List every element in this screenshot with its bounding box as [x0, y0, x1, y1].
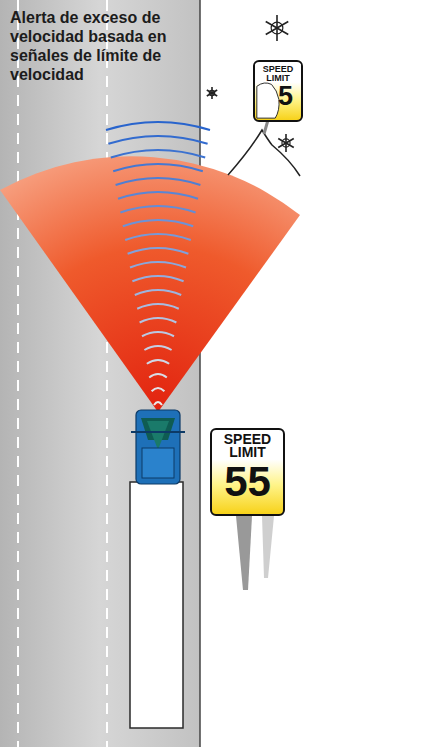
snowflake-stroke: [266, 22, 289, 35]
speed-limit-sign: SPEED LIMIT5: [253, 60, 303, 122]
radar-wave: [128, 248, 189, 254]
sign-heading: SPEED LIMIT: [259, 65, 297, 82]
radar-wave: [149, 374, 167, 378]
radar-wave: [137, 304, 179, 309]
sign-heading: SPEED LIMIT: [217, 433, 277, 460]
camera-field: [0, 156, 300, 412]
radar-wave: [142, 332, 174, 336]
speed-value: 55: [214, 461, 281, 503]
road-edge: [199, 0, 201, 747]
radar-wave: [113, 164, 203, 171]
radar-wave: [154, 402, 162, 405]
radar-wave: [106, 122, 210, 130]
radar-wave: [108, 136, 207, 144]
diagram-title: Alerta de exceso de velocidad basada en …: [10, 8, 190, 84]
radar-wave: [152, 388, 165, 391]
snowflake-stroke: [278, 139, 294, 148]
snowflake-stroke: [282, 139, 290, 147]
radar-wave: [120, 206, 195, 213]
truck: [130, 410, 185, 728]
radar-wave: [140, 318, 177, 323]
radar-wave: [123, 220, 193, 226]
snowflake-stroke: [271, 22, 283, 34]
radar-wave: [132, 276, 183, 281]
snow-hill: [228, 120, 300, 176]
lane-line: [106, 0, 108, 747]
radar-wave: [135, 290, 181, 295]
sign-pole: [236, 516, 274, 590]
snowflake-stroke: [207, 90, 217, 96]
radar-wave: [125, 234, 191, 240]
snowflake-stroke: [266, 22, 289, 35]
radar-wave: [144, 346, 171, 350]
radar-waves: [106, 122, 210, 405]
snowflake-stroke: [278, 139, 294, 148]
radar-wave: [116, 178, 201, 185]
radar-wave: [118, 192, 198, 199]
lane-line: [17, 0, 19, 747]
radar-wave: [130, 262, 186, 268]
snowflake-stroke: [209, 90, 214, 95]
snowflake-stroke: [207, 90, 217, 96]
speed-limit-sign: SPEED LIMIT55: [210, 428, 285, 516]
speed-value: 5: [257, 83, 299, 110]
radar-wave: [111, 150, 205, 158]
radar-wave: [147, 360, 169, 364]
